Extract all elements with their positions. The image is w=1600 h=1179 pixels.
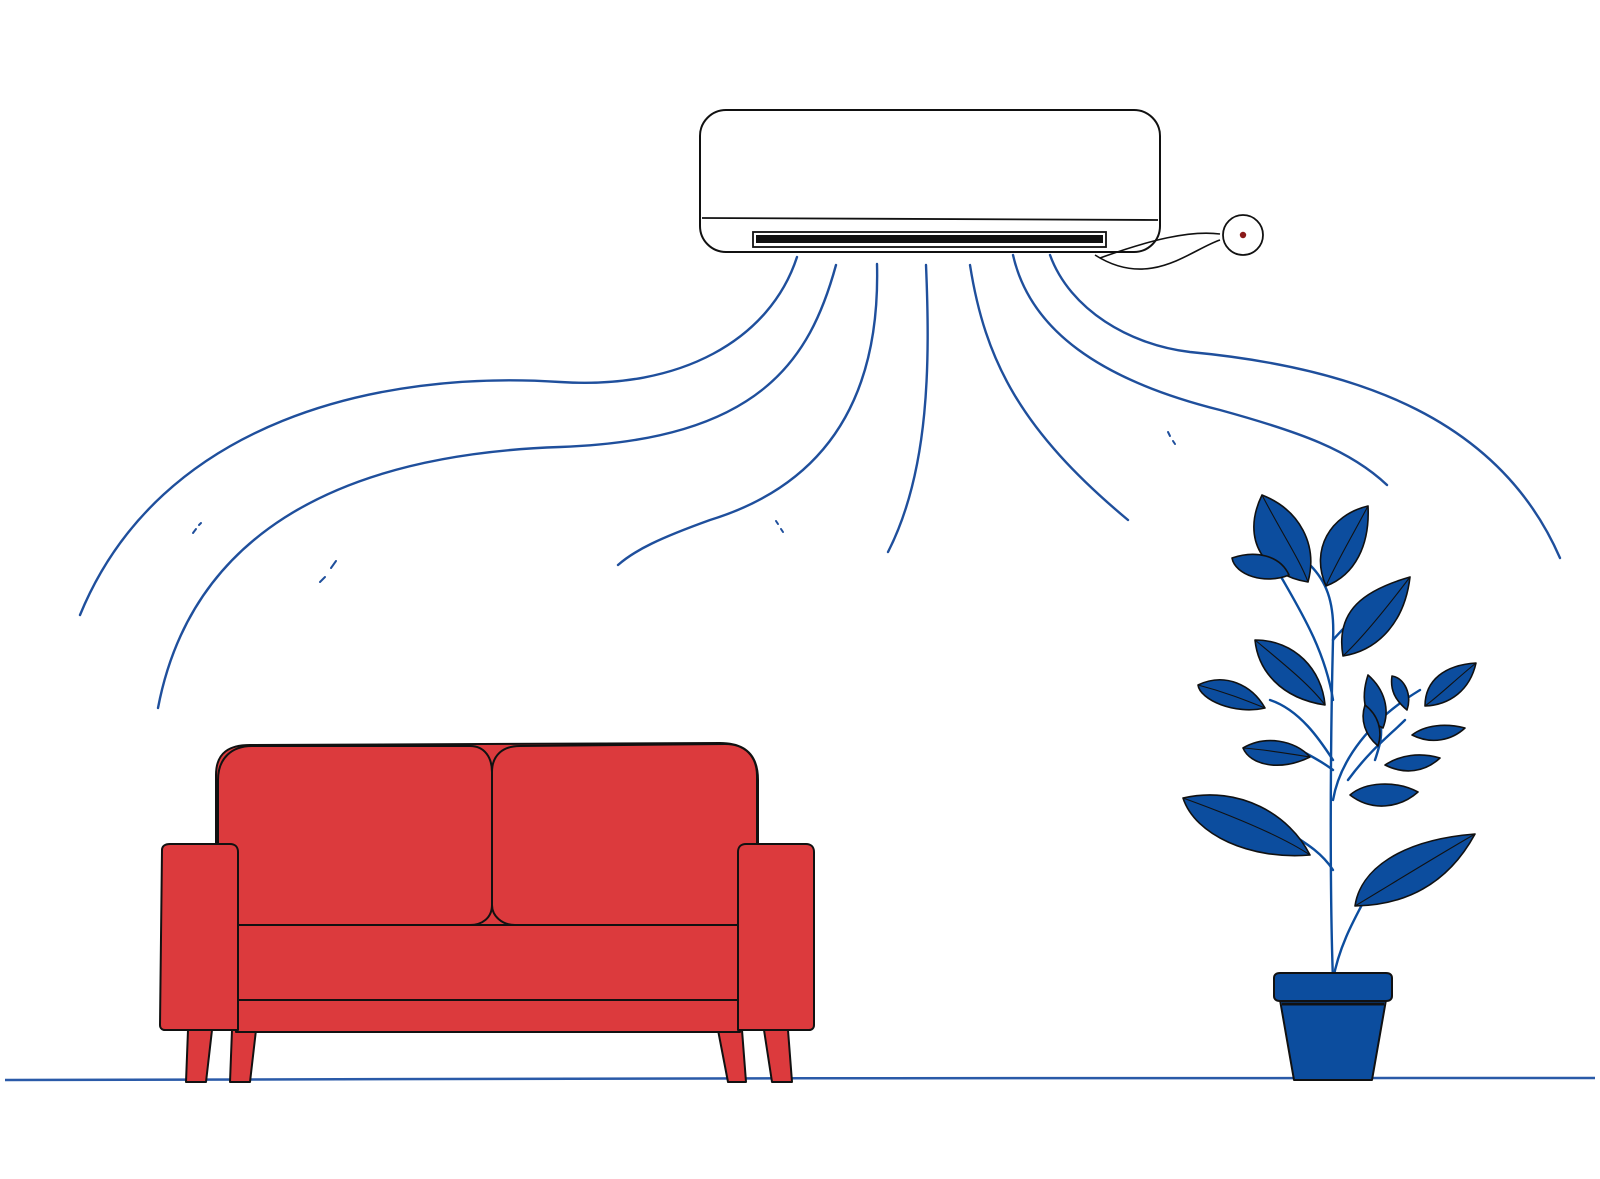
ac-vent-slot [756,235,1103,243]
airflow-lines [78,253,1562,710]
sofa-leg-1 [185,1029,213,1083]
sofa-leg-2 [229,1029,257,1083]
airflow-line-1 [78,255,799,617]
airflow-dash-2 [319,560,337,583]
airflow-dash-4 [1167,431,1176,445]
airflow-line-6 [1011,253,1389,487]
pot-body [1279,999,1387,1081]
airflow-line-5 [968,263,1130,522]
leaf-9 [1242,739,1311,767]
leaf-veins [1182,494,1477,907]
floor-line [4,1076,1596,1082]
leaf-15 [1182,794,1311,857]
sofa-arm-right [737,843,815,1031]
ac-body [699,109,1161,253]
sofa-leg-4 [763,1029,793,1083]
sofa-cushion-left [217,745,493,926]
airflow-line-2 [156,263,838,710]
sofa-leg-3 [717,1029,747,1083]
airflow-line-7 [1048,253,1562,560]
ac-panel-seam [701,217,1159,221]
potted-plant [1182,494,1477,1081]
leaf-11 [1362,704,1381,747]
sofa-cushion-right [491,743,758,926]
sofa-arm-left [159,843,239,1031]
airflow-dash-3 [775,520,784,533]
pot-rim [1273,972,1393,1002]
air-conditioner [699,109,1264,270]
ac-sensor-dot [1239,231,1247,239]
leaf-4 [1340,576,1411,657]
airflow-dash-1 [192,522,202,534]
airflow-line-3 [616,262,879,567]
airflow-line-4 [886,263,929,554]
leaf-12 [1411,724,1466,742]
plant-pot [1273,972,1393,1081]
leaf-8 [1390,675,1410,711]
sofa [159,742,815,1083]
leaf-13 [1384,754,1441,772]
sofa-seat-cushion [235,924,741,1001]
leaf-14 [1349,783,1419,807]
leaf-3 [1231,553,1290,580]
ac-cable [1094,232,1221,270]
leaf-5 [1254,639,1326,706]
